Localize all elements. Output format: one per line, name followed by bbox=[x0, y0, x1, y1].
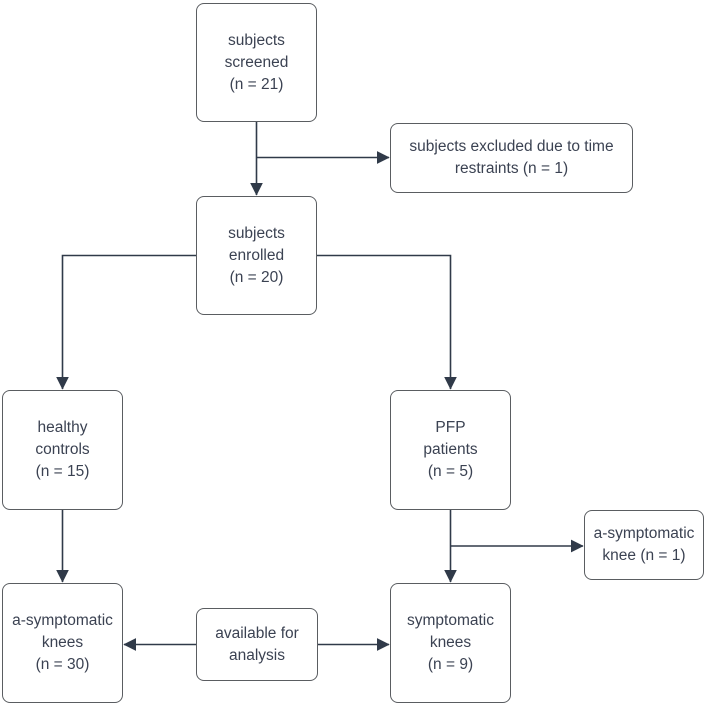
connector-enrolled-healthy bbox=[56, 254, 196, 390]
node-subjects-screened-label: subjects screened (n = 21) bbox=[224, 31, 289, 93]
connector-enrolled-pfp bbox=[317, 254, 457, 390]
node-healthy-controls: healthy controls (n = 15) bbox=[2, 390, 123, 510]
node-healthy-controls-label: healthy controls (n = 15) bbox=[35, 419, 90, 480]
node-symptomatic-knees: symptomatic knees (n = 9) bbox=[390, 583, 511, 703]
node-symptomatic-knees-label: symptomatic knees (n = 9) bbox=[407, 612, 494, 673]
node-asymptomatic-knee: a-symptomatic knee (n = 1) bbox=[584, 510, 704, 580]
node-asymptomatic-knees: a-symptomatic knees (n = 30) bbox=[2, 583, 123, 703]
node-available-for-analysis: available for analysis bbox=[196, 608, 318, 681]
node-asymptomatic-knee-label: a-symptomatic knee (n = 1) bbox=[593, 525, 695, 564]
node-subjects-screened: subjects screened (n = 21) bbox=[196, 3, 317, 122]
node-subjects-enrolled-label: subjects enrolled (n = 20) bbox=[228, 224, 285, 286]
node-pfp-patients-label: PFP patients (n = 5) bbox=[423, 419, 478, 480]
node-subjects-excluded-label: subjects excluded due to time restraints… bbox=[409, 138, 614, 177]
node-available-for-analysis-label: available for analysis bbox=[215, 624, 299, 664]
node-pfp-patients: PFP patients (n = 5) bbox=[390, 390, 511, 510]
node-subjects-enrolled: subjects enrolled (n = 20) bbox=[196, 196, 317, 315]
node-asymptomatic-knees-label: a-symptomatic knees (n = 30) bbox=[12, 612, 113, 673]
node-subjects-excluded: subjects excluded due to time restraints… bbox=[390, 123, 633, 193]
